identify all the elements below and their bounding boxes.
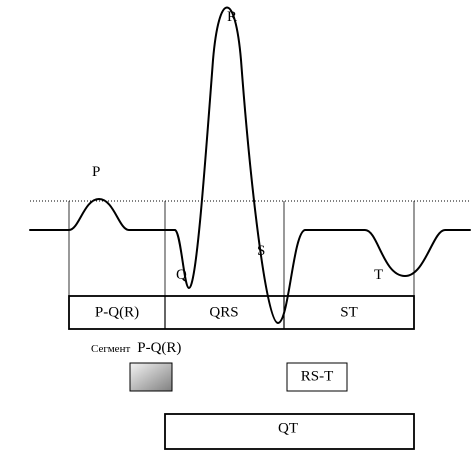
segment-label-prefix: Сегмент: [91, 343, 130, 355]
qt-interval-label: QT: [278, 420, 298, 436]
r-wave-label: R: [227, 9, 237, 25]
qrs-interval-label: QRS: [209, 304, 238, 320]
ecg-waveform: [29, 6, 471, 324]
pq-segment-swatch: [129, 362, 173, 392]
qt-interval-box: [164, 413, 415, 450]
interval-row-frame: [68, 295, 415, 330]
s-wave-label: S: [257, 243, 265, 259]
segment-label-suffix: P-Q(R): [137, 340, 181, 356]
t-wave-label: T: [374, 267, 383, 283]
rst-segment-label: RS-T: [301, 368, 334, 384]
st-interval-label: ST: [340, 304, 358, 320]
q-wave-label: Q: [176, 267, 187, 283]
segment-label: Сегмент P-Q(R): [91, 339, 181, 356]
pq-interval-label: P-Q(R): [95, 304, 139, 320]
p-wave-label: P: [92, 164, 100, 180]
rst-segment-box: [286, 362, 348, 392]
